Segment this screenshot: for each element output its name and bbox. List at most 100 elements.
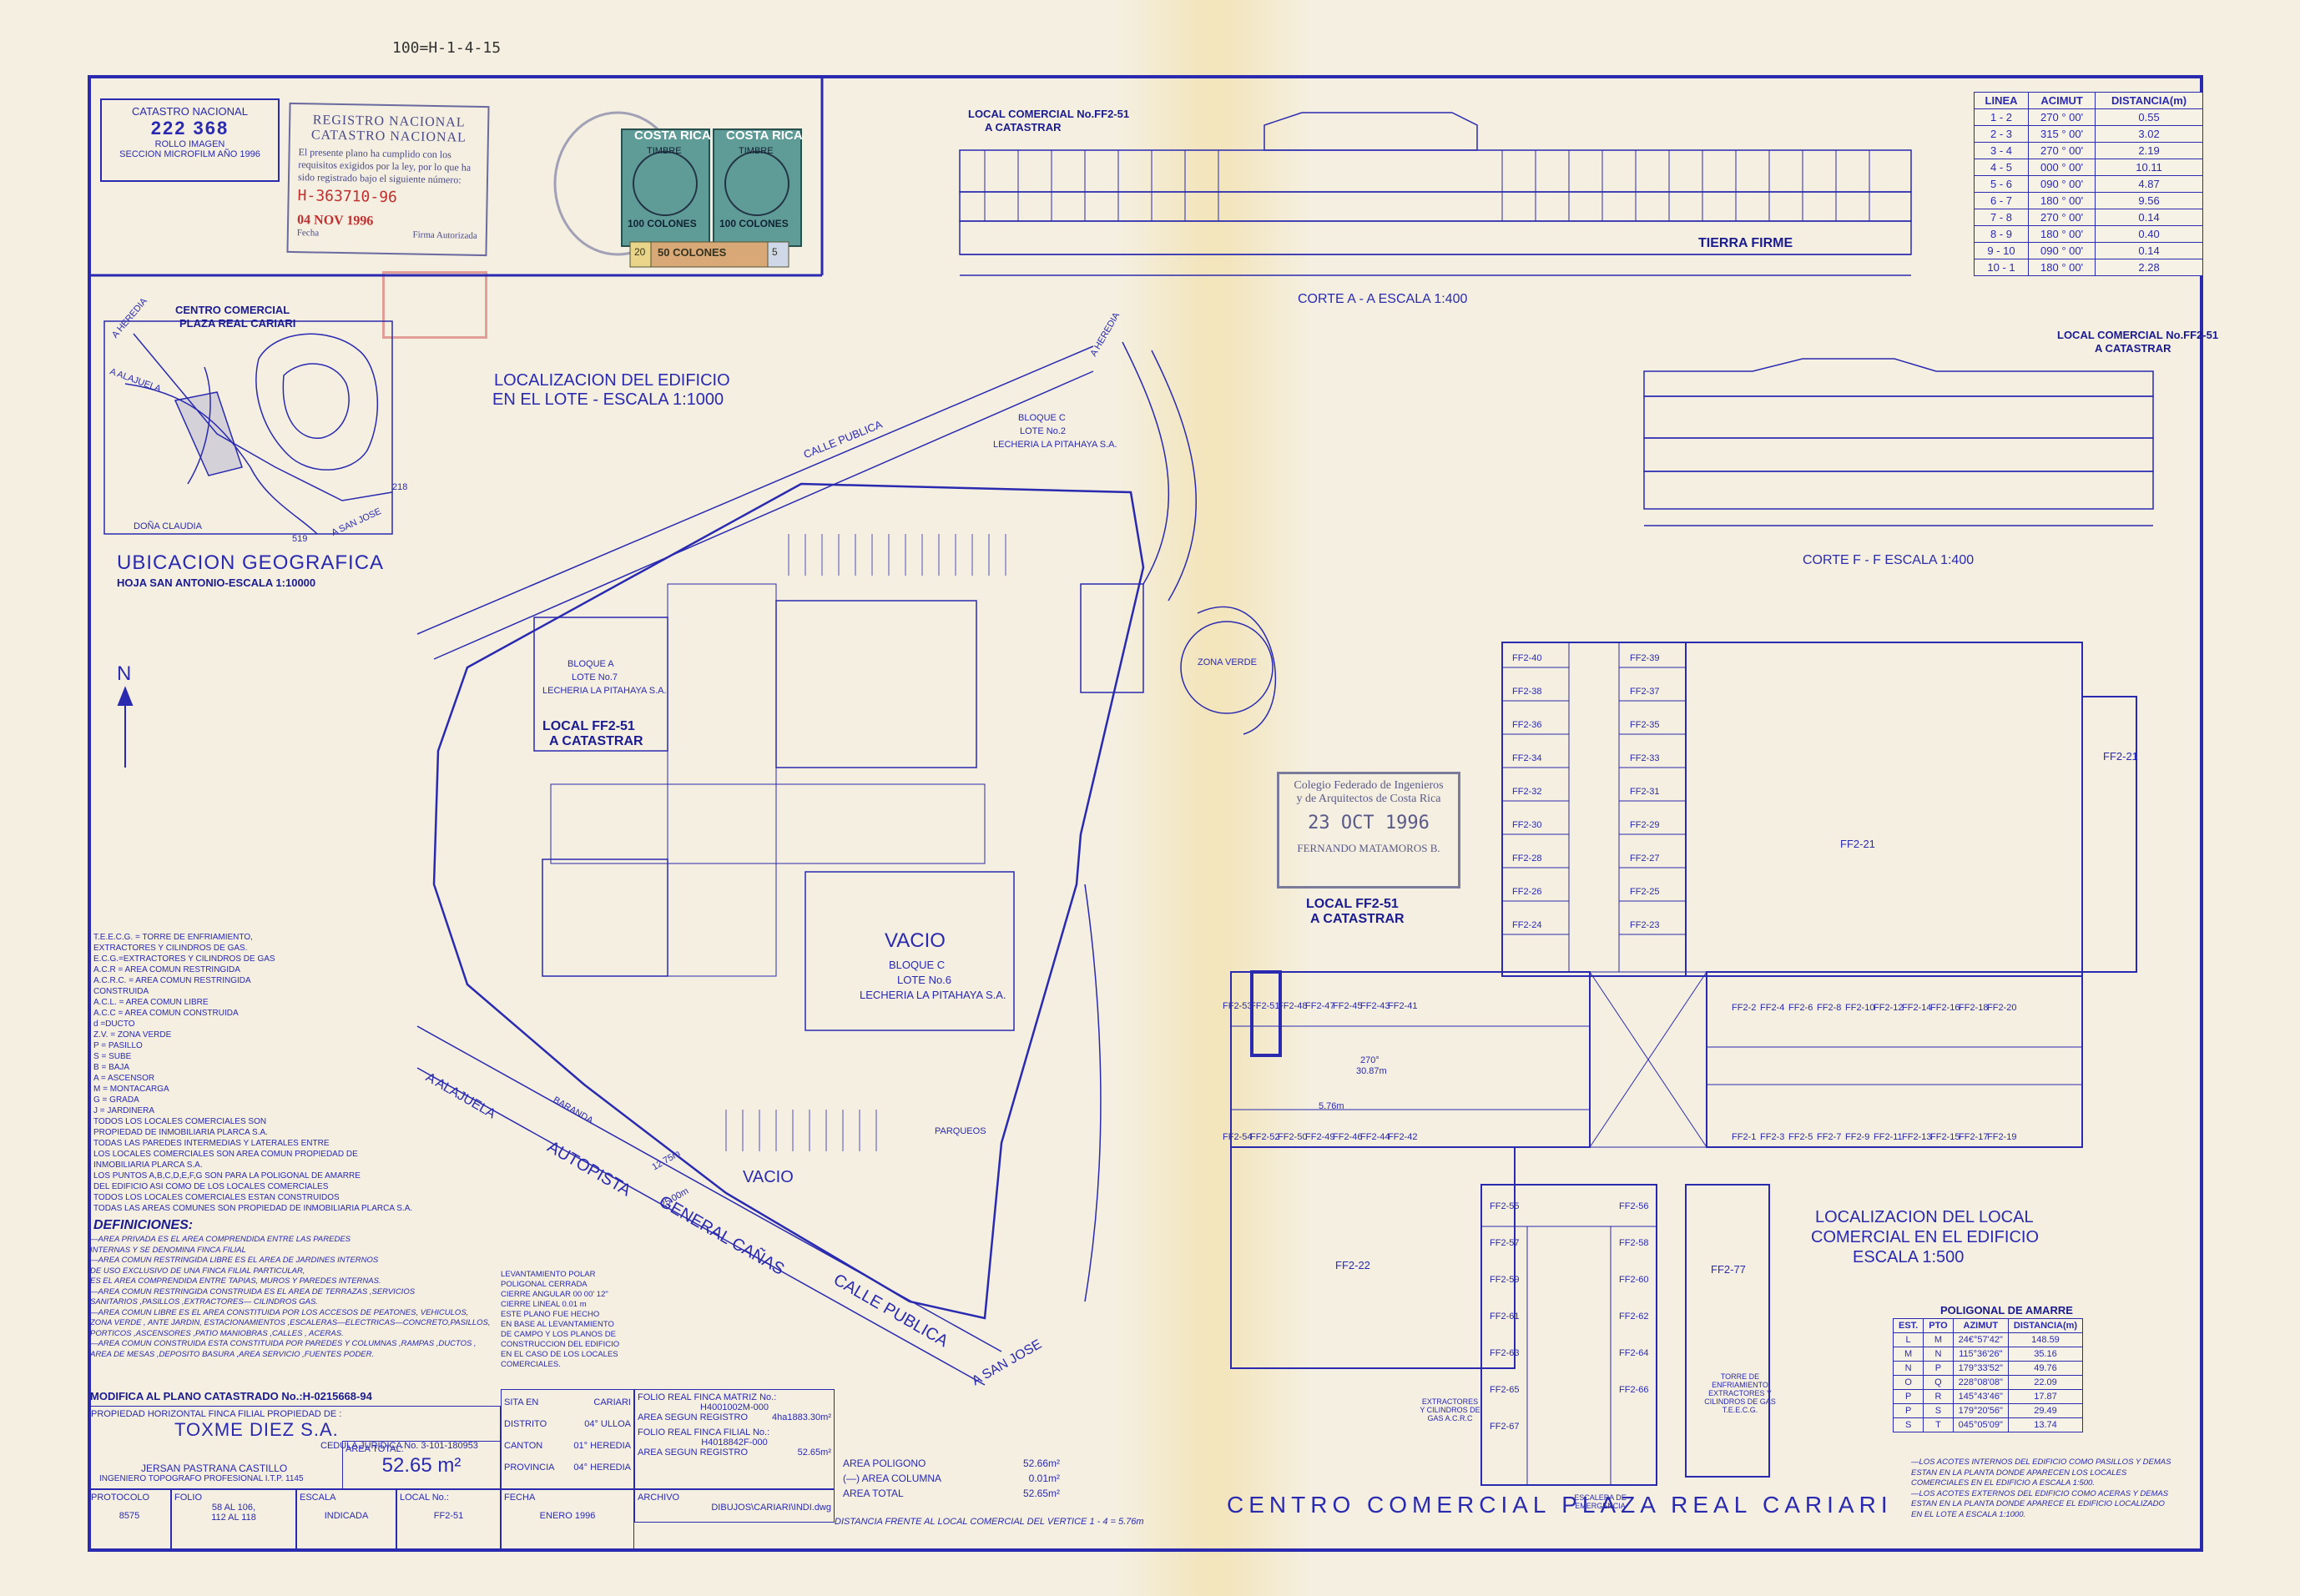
note-line: COMERCIALES EN EL EDIFICIO A ESCALA 1:50… — [1911, 1478, 2095, 1488]
floor-unit-label: FF2-11 — [1874, 1132, 1903, 1142]
folio-filial: H4018842F-000 — [701, 1437, 768, 1447]
engineer-name: JERSAN PASTRANA CASTILLO — [141, 1463, 288, 1474]
corte-ff-local-label2: A CATASTRAR — [2095, 342, 2171, 355]
legend-line: TODAS LAS PAREDES INTERMEDIAS Y LATERALE… — [93, 1139, 330, 1148]
stamp-value-2: 100 COLONES — [719, 218, 789, 229]
floor-unit-label: FF2-25 — [1630, 887, 1660, 897]
stamp-country-1: COSTA RICA — [634, 128, 711, 143]
sita-label: SITA EN — [504, 1397, 539, 1407]
modifica-label: MODIFICA AL PLANO CATASTRADO No.:H-02156… — [90, 1390, 372, 1402]
floor-unit-label: FF2-5 — [1788, 1132, 1813, 1142]
levantamiento-line: POLIGONAL CERRADA — [501, 1280, 588, 1289]
area-total2-label: AREA TOTAL — [843, 1488, 904, 1499]
line-table-cell: 180 ° 00' — [2028, 259, 2096, 276]
poligonal-cell: S — [1923, 1403, 1954, 1418]
line-table-cell: 1 - 2 — [1973, 108, 2030, 126]
catastro-heading: CATASTRO NACIONAL — [132, 105, 248, 118]
floor-unit-label: FF2-34 — [1512, 753, 1542, 763]
folio-real-cell: FOLIO REAL FINCA MATRIZ No.: H4001002M-0… — [634, 1389, 835, 1489]
propiedad-label: PROPIEDAD HORIZONTAL FINCA FILIAL PROPIE… — [91, 1409, 342, 1419]
distrito-label: DISTRITO — [504, 1419, 547, 1429]
stamp-small-2 — [767, 241, 789, 268]
extractores-label: EXTRACTORES Y CILINDROS DE GAS A.C.R.C — [1420, 1397, 1480, 1422]
distrito: 04° ULLOA — [584, 1419, 631, 1429]
area-seg2-label: AREA SEGUN REGISTRO — [638, 1447, 749, 1458]
area-total2: 52.65m² — [1022, 1488, 1060, 1499]
archivo: DIBUJOS\CARIARI\INDI.dwg — [711, 1503, 831, 1513]
poligonal-cell: 22.09 — [2007, 1375, 2084, 1390]
folio-matriz-label: FOLIO REAL FINCA MATRIZ No.: — [638, 1392, 777, 1402]
poligonal-header: EST. — [1892, 1318, 1924, 1333]
corte-aa-local-label2: A CATASTRAR — [985, 121, 1062, 133]
vacio-label: VACIO — [885, 929, 946, 952]
line-table-cell: 0.14 — [2095, 242, 2203, 259]
floor-unit-label: FF2-7 — [1817, 1132, 1842, 1142]
line-table-cell: 180 ° 00' — [2028, 192, 2096, 209]
floor-unit-label: FF2-31 — [1630, 787, 1660, 797]
stamp-timbre-1: TIMBRE — [647, 146, 682, 156]
red-stamp-mark — [382, 271, 487, 339]
legend-line: T.E.E.C.G. = TORRE DE ENFRIAMIENTO, — [93, 933, 253, 942]
location-map — [103, 320, 393, 535]
floor-unit-label: FF2-16 — [1930, 1003, 1960, 1013]
owner-name: TOXME DIEZ S.A. — [174, 1419, 339, 1440]
catastro-box: CATASTRO NACIONAL 222 368 ROLLO IMAGEN S… — [100, 98, 280, 182]
location-center-label2: PLAZA REAL CARIARI — [179, 317, 296, 330]
provincia-label: PROVINCIA — [504, 1463, 555, 1473]
colegio-line1: Colegio Federado de Ingenieros — [1294, 779, 1444, 792]
line-table-cell: 0.14 — [2095, 209, 2203, 226]
floor-unit-label: FF2-23 — [1630, 920, 1660, 930]
folio-label: FOLIO — [174, 1493, 203, 1503]
local-label: LOCAL No.: — [400, 1493, 449, 1503]
escala-label: ESCALA — [300, 1493, 336, 1503]
corte-ff-caption: CORTE F - F ESCALA 1:400 — [1803, 553, 1975, 567]
poligonal-cell: P — [1923, 1361, 1954, 1376]
bloque-b-label1: BLOQUE C — [1018, 413, 1066, 423]
floor-unit-label: FF2-48 — [1278, 1001, 1308, 1011]
stamp-small-value-2: 5 — [772, 246, 778, 258]
definition-line: —AREA PRIVADA ES EL AREA COMPRENDIDA ENT… — [90, 1235, 351, 1244]
lot-plan-local-label1: LOCAL FF2-51 — [542, 719, 635, 733]
distancia-note: DISTANCIA FRENTE AL LOCAL COMERCIAL DEL … — [835, 1517, 1144, 1527]
bloque-a-label2: LOTE No.7 — [572, 672, 618, 682]
line-table-cell: 0.40 — [2095, 225, 2203, 243]
floor-unit-label: FF2-62 — [1619, 1312, 1649, 1322]
floor-unit-label: FF2-56 — [1619, 1201, 1649, 1211]
levantamiento-line: EN BASE AL LEVANTAMIENTO — [501, 1320, 614, 1329]
floor-unit-label: FF2-2 — [1732, 1003, 1757, 1013]
floor-unit-label: FF2-57 — [1490, 1238, 1520, 1248]
poligonal-cell: 145°43'46" — [1952, 1389, 2009, 1404]
escala: INDICADA — [324, 1511, 369, 1521]
levantamiento-line: LEVANTAMIENTO POLAR — [501, 1270, 596, 1279]
stamp-green-2 — [713, 128, 802, 247]
floor-unit-label: FF2-59 — [1490, 1275, 1520, 1285]
stamp-timbre-2: TIMBRE — [739, 146, 774, 156]
drawing-frame — [88, 75, 2203, 1552]
note-line: ESTAN EN LA PLANTA DONDE APARECE EL EDIF… — [1911, 1499, 2165, 1508]
line-table-cell: 6 - 7 — [1973, 192, 2030, 209]
legend-line: M = MONTACARGA — [93, 1085, 169, 1094]
revenue-stamps — [553, 111, 802, 268]
legend-line: A.C.L. = AREA COMUN LIBRE — [93, 998, 209, 1007]
lot-plan-local-label2: A CATASTRAR — [549, 734, 643, 748]
location-place: DOÑA CLAUDIA — [134, 521, 202, 531]
poligonal-cell: R — [1923, 1389, 1954, 1404]
line-table-cell: 270 ° 00' — [2028, 142, 2096, 159]
reference-number: 100=H-1-4-15 — [392, 39, 502, 57]
line-table-cell: 3 - 4 — [1973, 142, 2030, 159]
definition-line: —AREA COMUN CONSTRUIDA ESTA CONSTITUIDA … — [90, 1339, 477, 1348]
levantamiento-line: DE CAMPO Y LOS PLANOS DE — [501, 1330, 616, 1339]
floor-unit-label: FF2-26 — [1512, 887, 1542, 897]
poligonal-cell: 045°05'09" — [1952, 1417, 2009, 1432]
poligonal-cell: M — [1892, 1347, 1924, 1362]
poligonal-cell: 148.59 — [2007, 1332, 2084, 1347]
lot-plan — [416, 341, 1277, 1386]
definition-line: SANITARIOS ,PASILLOS ,EXTRACTORES— CILIN… — [90, 1297, 318, 1307]
